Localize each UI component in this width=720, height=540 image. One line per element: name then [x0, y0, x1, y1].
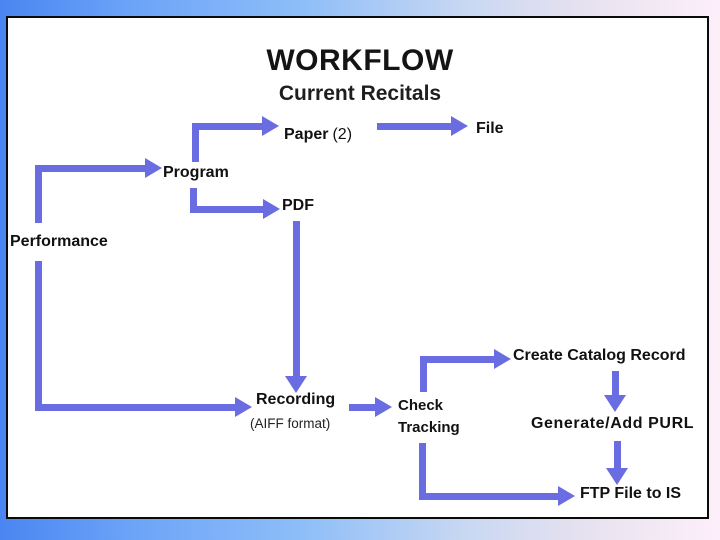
arrowhead-down-icon — [606, 468, 628, 485]
page-subtitle: Current Recitals — [278, 82, 442, 105]
arrowhead-down-icon — [604, 395, 626, 412]
arrow-segment — [192, 123, 262, 130]
arrowhead-right-icon — [235, 397, 252, 417]
arrow-segment — [192, 123, 199, 162]
arrow-segment — [377, 123, 451, 130]
arrow-segment — [190, 206, 263, 213]
node-performance: Performance — [10, 233, 108, 250]
node-program: Program — [163, 164, 229, 181]
node-paper: Paper(2) — [284, 126, 352, 144]
page-title: WORKFLOW — [266, 44, 454, 77]
node-check-tracking: Check Tracking — [398, 395, 460, 439]
arrowhead-right-icon — [145, 158, 162, 178]
node-recording: Recording — [256, 391, 336, 408]
arrowhead-right-icon — [494, 349, 511, 369]
arrow-segment — [420, 356, 494, 363]
arrow-segment — [612, 371, 619, 395]
arrow-segment — [419, 443, 426, 500]
arrowhead-right-icon — [262, 116, 279, 136]
node-pdf: PDF — [282, 197, 314, 214]
node-recording-sublabel: (AIFF format) — [250, 416, 331, 431]
node-paper-label: Paper — [284, 126, 329, 143]
arrowhead-right-icon — [558, 486, 575, 506]
arrow-segment — [349, 404, 375, 411]
slide-content-area: WORKFLOW Current Recitals Paper(2) File … — [6, 16, 709, 519]
arrowhead-down-icon — [285, 376, 307, 393]
node-ftp-file-to-is: FTP File to IS — [580, 485, 682, 502]
node-check-tracking-line1: Check — [398, 397, 444, 414]
node-create-catalog-record: Create Catalog Record — [513, 347, 686, 364]
arrow-segment — [614, 441, 621, 468]
arrow-segment — [35, 404, 235, 411]
arrow-segment — [419, 493, 558, 500]
arrowhead-right-icon — [451, 116, 468, 136]
arrow-segment — [35, 261, 42, 411]
arrow-segment — [420, 356, 427, 392]
arrow-segment — [293, 221, 300, 376]
arrowhead-right-icon — [263, 199, 280, 219]
node-check-tracking-line2: Tracking — [398, 419, 460, 436]
node-paper-suffix: (2) — [332, 126, 353, 143]
arrow-segment — [35, 165, 42, 223]
arrow-segment — [35, 165, 145, 172]
node-generate-add-purl: Generate/Add PURL — [531, 415, 695, 432]
node-file: File — [476, 120, 504, 137]
arrow-segment — [190, 188, 197, 213]
arrowhead-right-icon — [375, 397, 392, 417]
